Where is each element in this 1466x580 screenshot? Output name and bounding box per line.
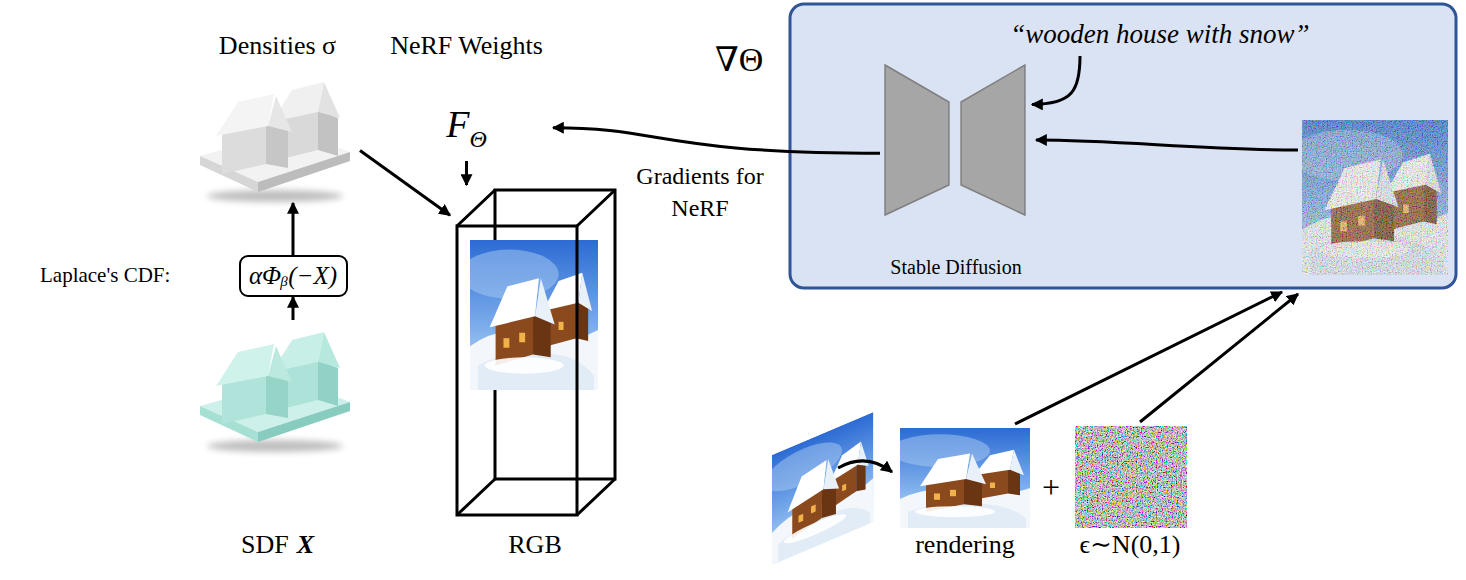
illustration-part [268,346,292,382]
node-text: αΦᵦ(−X) [249,262,337,291]
node-text: ϵ∼N(0,1) [1080,530,1181,560]
node-text: F [446,103,469,147]
gradient-symbol: ∇Θ [715,40,763,81]
density-figure: Densities σ [195,28,360,203]
diffusion-panel [790,4,1456,288]
unet-decoder [961,65,1025,215]
illustration-part [764,412,873,568]
node-text: Stable Diffusion [890,256,1021,279]
node-text: RGB [508,530,561,560]
flow-arrow [1032,56,1080,104]
plus-sign: + [1042,468,1060,506]
edge-label: Gradients for NeRF [625,160,775,225]
node-text: SDF [241,530,289,560]
illustration-part [216,344,274,386]
text-row: ϵ∼N(0,1) [1080,530,1181,560]
node-text: Θ [469,126,486,154]
cube-front [457,226,577,515]
node-text: Densities σ [219,31,336,61]
rendering-image: rendering [895,425,1035,563]
illustration-part [577,190,615,226]
unet-shape [880,60,1032,282]
text-row: “wooden house with snow” [1010,19,1309,50]
node-text: rendering [915,530,1015,560]
noisy-picture [1291,120,1448,275]
rgb-cube [457,190,615,515]
node-text: “wooden house with snow” [1010,19,1309,50]
rgb-volume: RGB [450,185,620,563]
illustration-part [207,190,343,202]
sdf-house [200,332,350,452]
illustration-part [577,479,615,515]
illustration-part [457,479,495,515]
render-to-noisy-arrow [1015,292,1282,424]
view-arrow [838,461,892,472]
view-plane [764,412,873,568]
text-row: Densities σ [219,31,336,61]
illustration-part [266,374,288,418]
unet-encoder [885,65,949,215]
unet-block: Stable Diffusion [880,60,1032,282]
text-row: NeRF Weights [390,31,543,61]
node-text: NeRF Weights [390,31,543,61]
function-label: Laplace's CDF: [40,263,170,288]
rendering-picture [890,428,1030,528]
flow-arrow [292,203,295,255]
density-house [200,82,350,202]
illustration-part [266,124,288,168]
illustration-part [268,96,292,132]
noise-picture [1075,426,1187,528]
illustration-part [318,82,340,118]
flow-arrow [553,128,880,153]
node-text: X [297,530,314,560]
sdf-figure: SDF X [195,320,360,563]
illustration-part [318,110,338,156]
noisy-to-unet-arrow [1036,140,1298,150]
noise-to-noisy-arrow [1140,294,1298,422]
flow-arrow [360,151,450,216]
flow-arrow [292,297,295,320]
text-prompt: “wooden house with snow” [1000,14,1320,56]
text-row: rendering [915,530,1015,560]
illustration-part [318,332,340,368]
text-row: RGB [508,530,561,560]
illustration-part [216,94,274,136]
illustration-part [318,360,338,406]
text-row: Stable Diffusion [890,256,1021,279]
flow-arrow [465,161,468,185]
noise-image: ϵ∼N(0,1) [1065,425,1195,563]
illustration-part [207,440,343,452]
nerf-weights: NeRF WeightsFΘ [380,28,553,161]
illustration-part [457,190,495,226]
text-row: FΘ [446,61,487,147]
laplace-cdf-box: αΦᵦ(−X) [239,255,348,297]
noisy-overlay [1302,120,1448,275]
text-row: SDF X [241,530,314,560]
text-row: αΦᵦ(−X) [249,262,337,291]
